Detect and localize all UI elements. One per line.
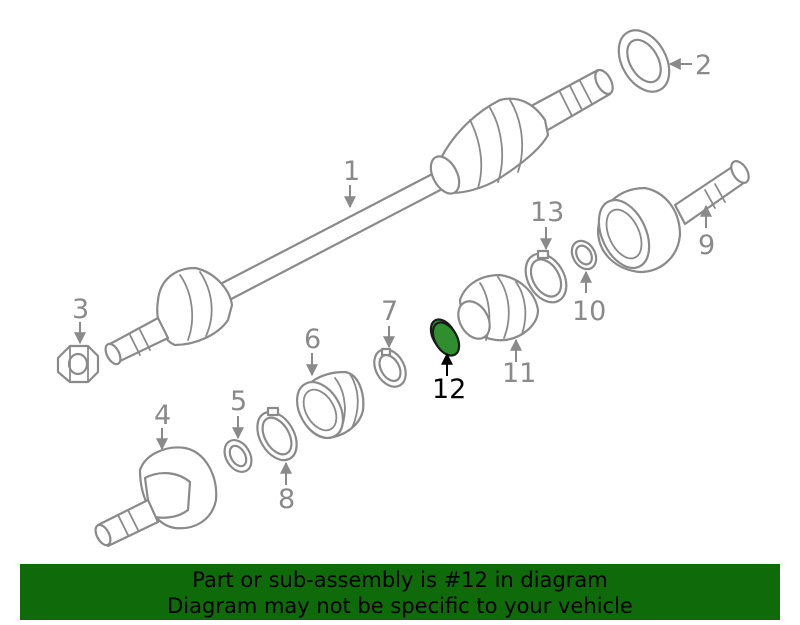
part-11-boot <box>457 273 540 342</box>
callout-numbers: 1 2 3 4 5 6 7 8 9 10 11 13 12 <box>72 50 715 515</box>
part-1-axle-shaft <box>104 68 614 366</box>
parts-diagram: 1 2 3 4 5 6 7 8 9 10 11 13 12 <box>56 29 750 548</box>
part-3-nut <box>56 344 100 384</box>
part-5-snap-ring <box>223 439 253 473</box>
callout-5: 5 <box>230 386 247 417</box>
part-8-clamp <box>256 406 298 462</box>
part-12-ring-highlighted <box>429 318 461 357</box>
callout-13: 13 <box>530 197 564 228</box>
callout-7: 7 <box>381 296 398 327</box>
callout-12-highlighted: 12 <box>432 374 466 405</box>
callout-11: 11 <box>502 358 536 389</box>
callout-6: 6 <box>304 324 321 355</box>
callout-8: 8 <box>278 484 295 515</box>
callout-9: 9 <box>698 230 715 261</box>
banner-line-part: Part or sub-assembly is #12 in diagram <box>192 568 608 592</box>
info-banner: Part or sub-assembly is #12 in diagram D… <box>20 564 780 620</box>
leader-lines <box>74 58 712 485</box>
part-2-ring <box>617 29 671 93</box>
callout-4: 4 <box>154 400 171 431</box>
callout-10: 10 <box>572 296 606 327</box>
part-4-outer-joint <box>94 446 218 548</box>
part-13-clamp <box>524 249 568 304</box>
callout-1: 1 <box>343 156 360 187</box>
part-7-clamp <box>373 347 407 388</box>
part-10-snap-ring <box>570 239 598 271</box>
part-9-inner-joint <box>596 160 750 274</box>
callout-2: 2 <box>695 50 712 81</box>
part-6-boot <box>295 370 365 440</box>
banner-line-disclaimer: Diagram may not be specific to your vehi… <box>167 594 633 618</box>
callout-3: 3 <box>72 294 89 325</box>
